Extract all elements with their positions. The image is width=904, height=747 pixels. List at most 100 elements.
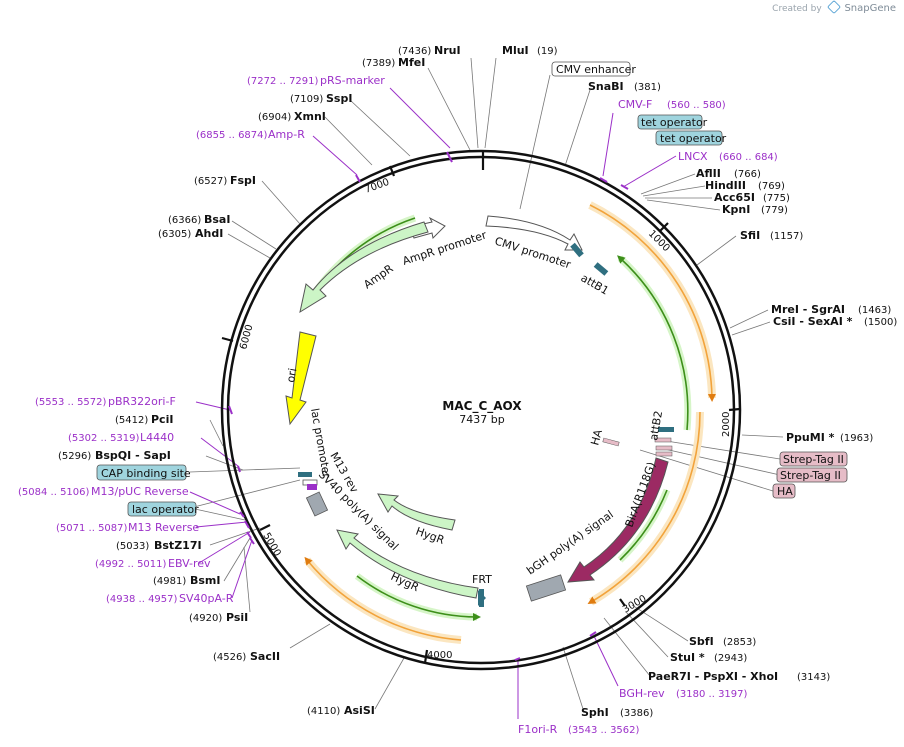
primer-m13-puc-reverse[interactable]: (5084 .. 5106)M13/pUC Reverse [18, 485, 189, 498]
svg-text:(4992 .. 5011): (4992 .. 5011) [95, 559, 167, 570]
svg-text:AflII: AflII [696, 167, 721, 180]
feature-label-attb2: attB2 [647, 410, 665, 442]
watermark-prefix: Created by [772, 4, 822, 14]
primer-prs-marker[interactable]: (7272 .. 7291)pRS-marker [247, 74, 385, 87]
enzyme-paer7i-pspxi-xhoi[interactable]: PaeR7I - PspXI - XhoI (3143) [648, 670, 830, 683]
bira-arrow [567, 457, 669, 583]
svg-text:(6527): (6527) [194, 176, 227, 187]
svg-text:(4526): (4526) [213, 652, 246, 663]
enzyme-ppumi[interactable]: PpuMI *(1963) [786, 431, 873, 444]
enzyme-asisi[interactable]: (4110)AsiSI [307, 704, 375, 717]
enzyme-sacii[interactable]: (4526)SacII [213, 650, 280, 663]
svg-text:pBR322ori-F: pBR322ori-F [108, 395, 176, 408]
enzyme-labels[interactable]: (7436)NruI MluI(19) (7389)MfeI (7109)Ssp… [58, 44, 897, 719]
primer-bgh-rev[interactable]: BGH-rev(3180 .. 3197) [619, 687, 748, 700]
primer-pbr322ori-f[interactable]: (5553 .. 5572)pBR322ori-F [35, 395, 176, 408]
feature-label-bgh-polya: bGH poly(A) signal [524, 508, 616, 578]
primer-sv40pa-r[interactable]: (4938 .. 4957)SV40pA-R [106, 592, 234, 605]
plasmid-name: MAC_C_AOX [442, 399, 522, 414]
enzyme-pcii[interactable]: (5412)PciI [115, 413, 173, 426]
feature-label-lac-promoter: lac promoter [308, 407, 333, 479]
attb1-marker-2 [570, 242, 584, 258]
svg-text:BsmI: BsmI [190, 574, 221, 587]
feature-label-attb1: attB1 [579, 271, 611, 297]
boxed-label-lac-operator[interactable]: lac operator [127, 501, 199, 517]
svg-text:(7109): (7109) [290, 94, 323, 105]
svg-text:(3143): (3143) [797, 672, 830, 683]
svg-text:(3180 .. 3197): (3180 .. 3197) [676, 689, 748, 700]
svg-text:L4440: L4440 [140, 431, 174, 444]
svg-text:tet operator: tet operator [641, 116, 708, 129]
enzyme-psii[interactable]: (4920)PsiI [189, 611, 248, 624]
primer-f1ori-r[interactable]: F1ori-R(3543 .. 3562) [518, 723, 640, 736]
svg-text:HA: HA [777, 485, 793, 498]
primer-lncx[interactable]: LNCX(660 .. 684) [678, 150, 778, 163]
boxed-label-ha[interactable]: HA [772, 483, 796, 499]
boxed-label-cap-binding-site[interactable]: CAP binding site [96, 464, 191, 481]
enzyme-sphi[interactable]: SphI(3386) [581, 706, 653, 719]
enzyme-bstz17i[interactable]: (5033)BstZ17I [116, 539, 202, 552]
boxed-label-tet-operator-1[interactable]: tet operator [637, 114, 708, 130]
svg-text:(4938 .. 4957): (4938 .. 4957) [106, 594, 178, 605]
enzyme-xmni[interactable]: (6904)XmnI [258, 110, 326, 123]
svg-text:(1963): (1963) [840, 433, 873, 444]
enzyme-bsai[interactable]: (6366)BsaI [168, 213, 230, 226]
svg-text:(560 .. 580): (560 .. 580) [667, 100, 726, 111]
enzyme-fspi[interactable]: (6527)FspI [194, 174, 256, 187]
primer-ebv-rev[interactable]: (4992 .. 5011)EBV-rev [95, 557, 211, 570]
svg-text:(775): (775) [763, 193, 790, 204]
svg-text:(5071 .. 5087): (5071 .. 5087) [56, 523, 128, 534]
enzyme-stui[interactable]: StuI *(2943) [670, 651, 747, 664]
enzyme-sbfi[interactable]: SbfI(2853) [689, 635, 756, 648]
enzyme-ahdi[interactable]: (6305)AhdI [158, 227, 223, 240]
svg-text:AsiSI: AsiSI [344, 704, 375, 717]
svg-text:(381): (381) [634, 82, 661, 93]
enzyme-bsmi[interactable]: (4981)BsmI [153, 574, 221, 587]
svg-text:lac operator: lac operator [132, 503, 199, 516]
svg-text:(5084 .. 5106): (5084 .. 5106) [18, 487, 90, 498]
enzyme-snabi[interactable]: SnaBI(381) [588, 80, 661, 93]
svg-text:SspI: SspI [326, 92, 352, 105]
boxed-label-cmv-enhancer[interactable]: CMV enhancer [551, 61, 636, 77]
boxed-label-strep-tag-1[interactable]: Strep-Tag II [779, 451, 848, 467]
ha-marker [602, 437, 620, 447]
svg-text:Strep-Tag II: Strep-Tag II [783, 453, 844, 466]
sv40-polya-box [305, 491, 329, 517]
watermark-brand: SnapGene [844, 3, 896, 14]
svg-text:SbfI: SbfI [689, 635, 714, 648]
feature-label-ori: ori [284, 367, 299, 383]
tick-label: 5000 [260, 531, 282, 559]
primer-amp-r[interactable]: (6855 .. 6874)Amp-R [196, 128, 305, 141]
svg-text:(5296): (5296) [58, 451, 91, 462]
svg-text:tet operator: tet operator [660, 132, 727, 145]
enzyme-acc65i[interactable]: Acc65I(775) [714, 191, 790, 204]
primer-m13-reverse[interactable]: (5071 .. 5087)M13 Reverse [56, 521, 199, 534]
svg-text:(1463): (1463) [858, 305, 891, 316]
svg-text:PsiI: PsiI [226, 611, 248, 624]
enzyme-sfii[interactable]: SfiI(1157) [740, 229, 803, 242]
svg-text:PaeR7I - PspXI - XhoI: PaeR7I - PspXI - XhoI [648, 670, 778, 683]
enzyme-mlui[interactable]: MluI(19) [502, 44, 558, 57]
enzyme-hindiii[interactable]: HindIII(769) [705, 179, 785, 192]
boxed-label-strep-tag-2[interactable]: Strep-Tag II [776, 467, 848, 483]
attb1-marker [593, 262, 609, 276]
enzyme-sspi[interactable]: (7109)SspI [290, 92, 352, 105]
svg-text:EBV-rev: EBV-rev [168, 557, 211, 570]
svg-text:(7272 .. 7291): (7272 .. 7291) [247, 76, 319, 87]
enzyme-bspqi-sapi[interactable]: (5296)BspQI - SapI [58, 449, 171, 462]
primer-labels[interactable]: (7272 .. 7291)pRS-marker (6855 .. 6874)A… [18, 74, 778, 736]
svg-text:(5302 .. 5319): (5302 .. 5319) [68, 433, 140, 444]
svg-text:CMV-F: CMV-F [618, 98, 652, 111]
boxed-labels[interactable]: CMV enhancer tet operator tet operator C… [96, 61, 848, 517]
enzyme-kpni[interactable]: KpnI(779) [722, 203, 788, 216]
m13-rev-marker [298, 472, 312, 477]
feature-label-frt: FRT [472, 573, 492, 586]
boxed-label-tet-operator-2[interactable]: tet operator [655, 130, 727, 146]
enzyme-mrei-sgrai[interactable]: MreI - SgrAI(1463) [771, 303, 891, 316]
primer-l4440[interactable]: (5302 .. 5319)L4440 [68, 431, 174, 444]
enzyme-aflii[interactable]: AflII(766) [696, 167, 761, 180]
enzyme-nrui[interactable]: (7436)NruI [398, 44, 461, 57]
primer-cmv-f[interactable]: CMV-F (560 .. 580) [618, 98, 726, 111]
enzyme-mfei[interactable]: (7389)MfeI [362, 56, 425, 69]
enzyme-csii-sexai[interactable]: CsiI - SexAI *(1500) [773, 315, 897, 328]
